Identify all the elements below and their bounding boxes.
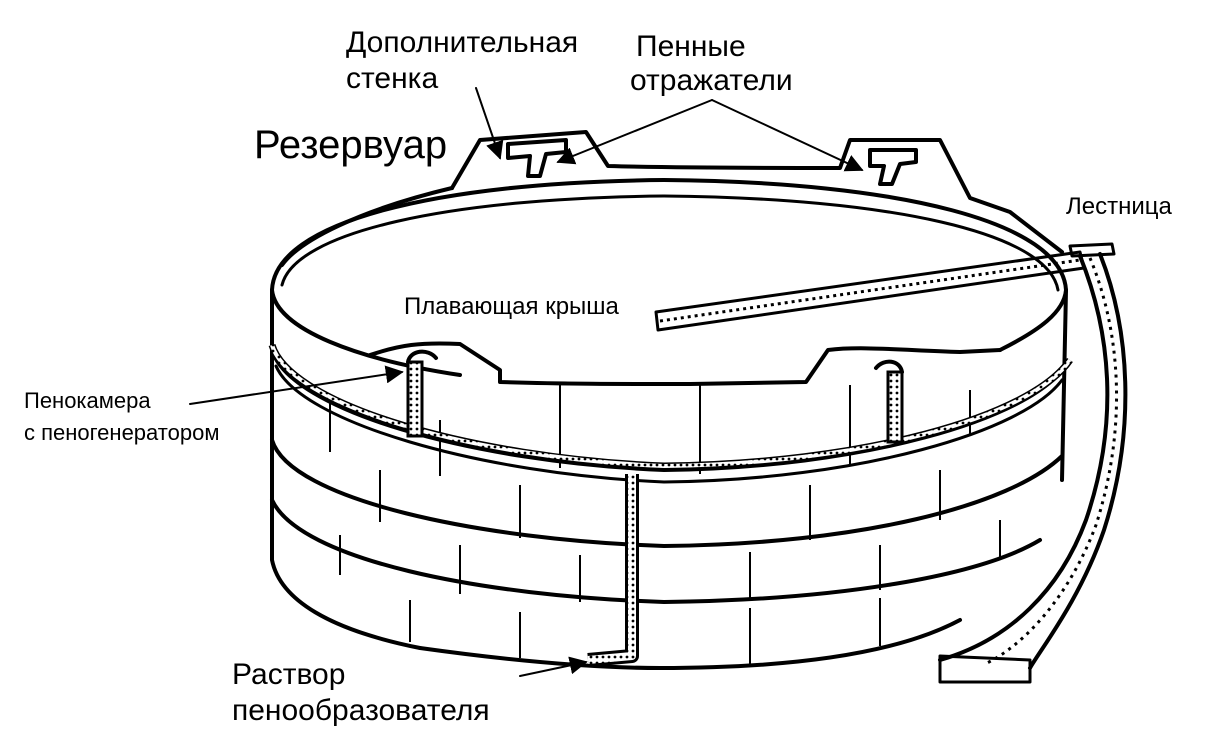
tank-band-3: [270, 498, 1042, 604]
leader-lines: [189, 87, 864, 677]
leader-extra-wall: [475, 87, 504, 160]
label-foam-chamber-1: Пенокамера: [24, 388, 151, 413]
foam-reflector-right: [868, 148, 918, 186]
label-foam-chamber-2: с пеногенератором: [24, 420, 219, 445]
label-reservoir: Резервуар: [254, 123, 447, 167]
leader-foam-solution: [519, 656, 588, 677]
foam-chamber-left: [406, 349, 438, 438]
tank-top-rim-back-inner: [280, 194, 1060, 292]
foam-dam-wall: [368, 341, 1002, 386]
label-foam-solution-2: пенообразователя: [232, 694, 490, 727]
foam-ring-pipe-fill: [270, 344, 1072, 469]
foam-solution-pipe: [587, 474, 639, 667]
leader-reflector-right: [711, 99, 864, 172]
foam-reflector-left: [506, 138, 568, 178]
tank-band-2: [270, 438, 1064, 548]
tank-bottom-edge: [418, 618, 962, 670]
tank-band-1b: [274, 364, 1064, 484]
leader-reflector-left: [556, 99, 713, 165]
foam-dam-wall-top: [450, 130, 1064, 254]
leader-foam-chamber: [189, 365, 404, 405]
label-foam-reflectors-2: отражатели: [630, 64, 793, 97]
label-foam-solution-1: Раствор: [232, 658, 345, 691]
floating-roof: [654, 250, 1086, 332]
label-ladder: Лестница: [1066, 193, 1172, 220]
tank-right-wall: [1060, 288, 1068, 482]
tank-top-rim-front-right: [998, 288, 1068, 352]
tank-left-wall: [270, 288, 422, 650]
foam-dam-wall-left: [280, 186, 454, 267]
tank-body: [270, 178, 1068, 670]
foam-chamber-right: [874, 359, 904, 444]
tank-band-1: [270, 348, 1068, 472]
ladder: [938, 242, 1128, 684]
label-extra-wall-1: Дополнительная: [346, 26, 578, 59]
floating-roof-ribs: [659, 258, 1081, 323]
label-foam-reflectors-1: Пенные: [636, 30, 746, 63]
label-extra-wall-2: стенка: [346, 62, 438, 95]
label-floating-roof: Плавающая крыша: [404, 293, 620, 320]
